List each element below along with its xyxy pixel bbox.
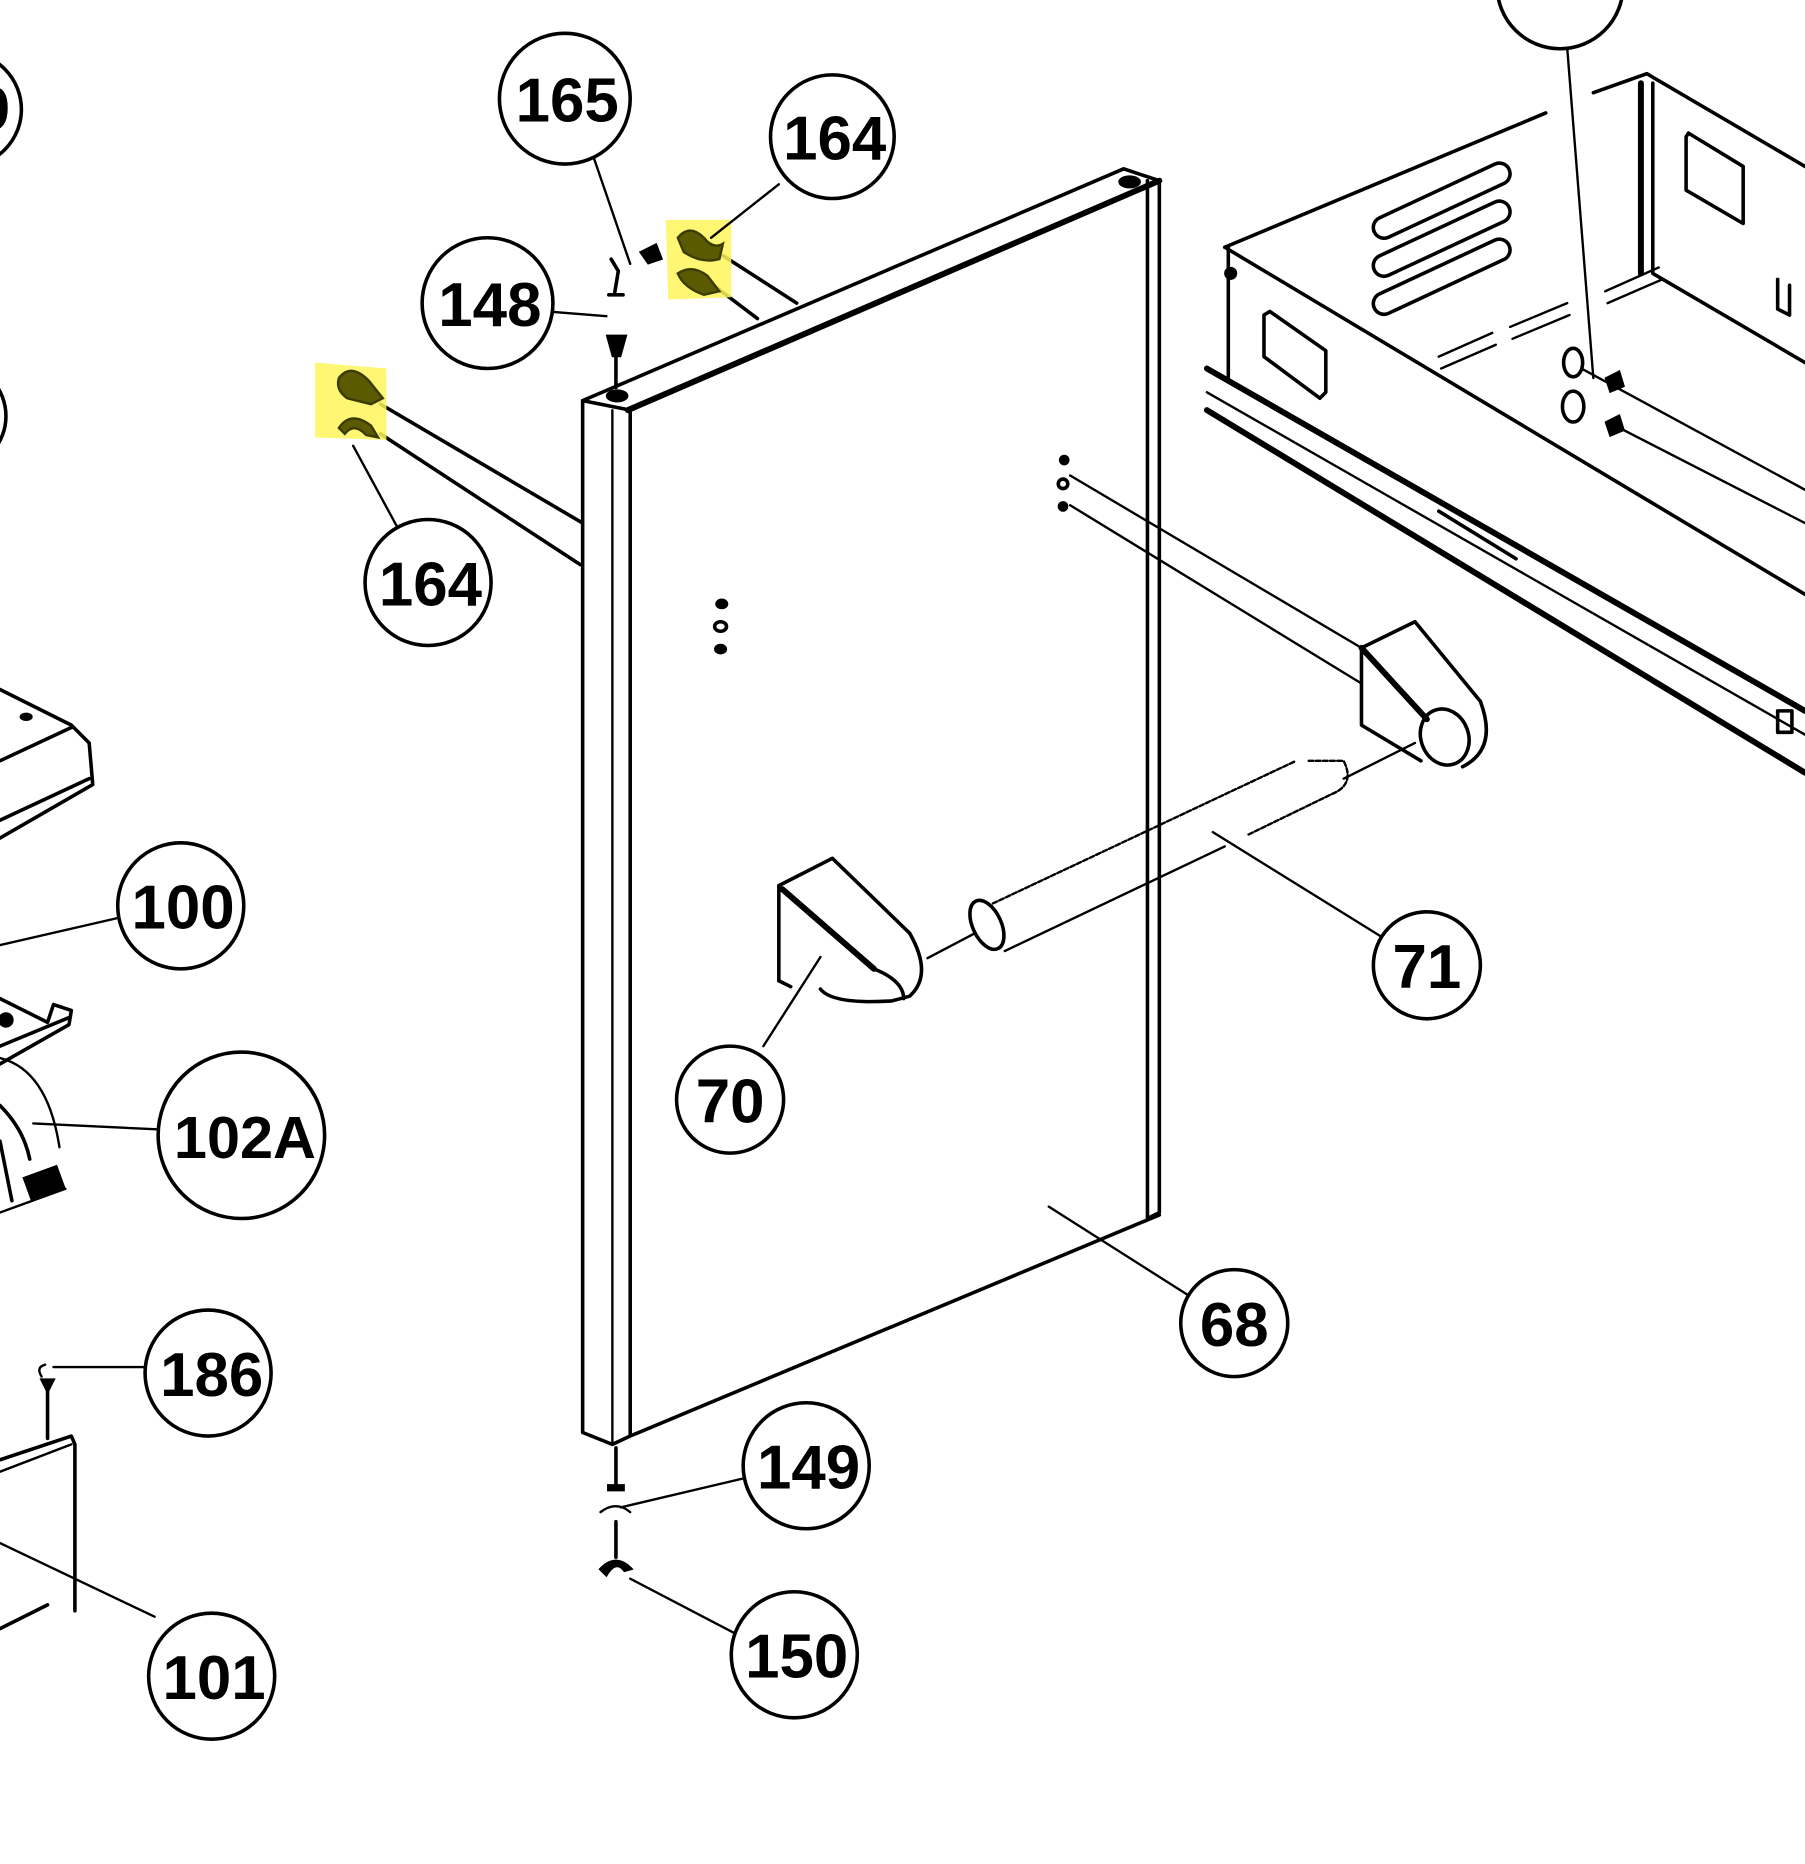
leader-148: [545, 310, 608, 318]
hinge-axis-line: [378, 432, 583, 567]
callout-101: 101: [146, 1611, 277, 1741]
svg-text:150: 150: [745, 1623, 848, 1692]
cabinet-housing: [1203, 71, 1805, 776]
leader-71: [1211, 830, 1387, 941]
handle-axis-line: [1342, 741, 1417, 780]
callout-left-top-cutoff: 9: [0, 62, 24, 157]
side-panel-101: [0, 1434, 77, 1631]
handle-axis-line: [1068, 474, 1363, 650]
clip-165: [607, 242, 664, 297]
svg-text:148: 148: [438, 271, 541, 340]
callout-68: 68: [1178, 1267, 1290, 1379]
door-panel-68: [580, 167, 1163, 1447]
callout-100: 100: [115, 841, 246, 971]
leader-102a: [32, 1122, 159, 1131]
callout-102a: 102A: [156, 1050, 327, 1221]
svg-text:186: 186: [160, 1341, 263, 1410]
svg-text:100: 100: [132, 874, 235, 943]
wiring-harness-102a: [0, 1056, 67, 1214]
svg-text:68: 68: [1200, 1291, 1269, 1360]
hinge-pin-149: [599, 1446, 632, 1514]
callout-148: 148: [420, 235, 555, 371]
leader-top-right: [1565, 46, 1595, 380]
callout-164-top: 164: [768, 73, 896, 201]
callout-165: 165: [497, 31, 632, 166]
cover-assembly-100: [0, 687, 95, 840]
leader-70: [762, 955, 822, 1048]
leader-100: [0, 916, 121, 947]
leader-164-top: [709, 183, 781, 239]
svg-text:149: 149: [757, 1434, 860, 1503]
callout-71: 71: [1371, 910, 1483, 1021]
svg-text:71: 71: [1392, 933, 1461, 1002]
svg-text:70: 70: [696, 1067, 765, 1136]
screw-186: [38, 1363, 56, 1441]
leader-164-left: [351, 444, 400, 531]
callout-149: 149: [741, 1400, 871, 1531]
handle-bar-71: [968, 759, 1349, 953]
bushing-164-highlight-top: [665, 219, 732, 300]
leader-165: [587, 141, 632, 266]
callout-top-right-cutoff: [1496, 0, 1624, 51]
svg-text:101: 101: [162, 1644, 265, 1713]
callout-150: 150: [729, 1589, 860, 1720]
washer-150: [598, 1519, 634, 1578]
callout-164-left: 164: [363, 517, 493, 648]
bracket-part: [0, 996, 74, 1066]
callout-left-mid-cutoff: [0, 387, 8, 445]
leader-101: [0, 1541, 156, 1618]
handle-end-cap-70: [777, 856, 924, 1004]
callout-70: 70: [674, 1044, 786, 1155]
svg-text:164: 164: [783, 105, 887, 174]
callout-186: 186: [143, 1308, 273, 1438]
hinge-pin-148: [605, 334, 628, 390]
svg-text:9: 9: [0, 75, 10, 144]
svg-text:165: 165: [516, 67, 619, 136]
handle-axis-line: [1068, 504, 1363, 685]
bushing-164-highlight-left: [315, 362, 387, 440]
leader-68: [1047, 1205, 1191, 1297]
svg-text:102A: 102A: [174, 1104, 316, 1171]
svg-text:164: 164: [379, 550, 483, 619]
handle-axis-line: [926, 931, 977, 960]
handle-end-cap-right: [1358, 619, 1489, 769]
leader-149: [619, 1476, 748, 1509]
leader-150: [629, 1577, 739, 1636]
hinge-axis-line: [378, 402, 585, 525]
hinge-axis-line: [721, 253, 799, 305]
